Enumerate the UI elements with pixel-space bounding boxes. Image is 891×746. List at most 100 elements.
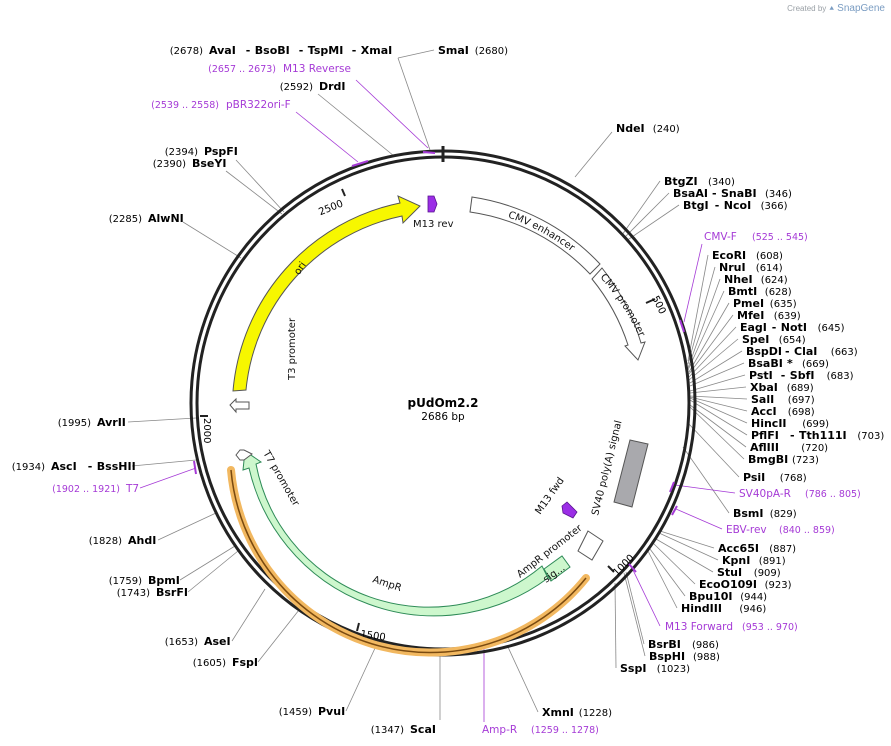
leader-line <box>687 254 709 362</box>
site-labels: NdeI(240)BtgZI(340)BsaAI-SnaBI(346)BtgI-… <box>12 44 885 736</box>
enzyme-position: (1605) <box>193 658 226 669</box>
leader-line <box>659 530 715 549</box>
leader-line <box>689 374 746 392</box>
enzyme-position: (1828) <box>89 536 122 547</box>
enzyme-position: (608) <box>756 251 783 262</box>
leader-line <box>397 57 431 151</box>
snapgene-logo-icon: ⯅ <box>828 4 835 13</box>
enzyme-afliii: AflIII <box>750 441 779 454</box>
leader-line <box>345 645 377 712</box>
enzyme-position: (2285) <box>109 214 142 225</box>
primer-range: (953 .. 970) <box>742 622 798 633</box>
enzyme-position: (891) <box>759 556 786 567</box>
leader-line <box>187 550 239 593</box>
leader-line <box>687 422 740 478</box>
leader-line <box>689 396 748 412</box>
cmv-promoter-feature[interactable] <box>591 267 646 361</box>
leader-line <box>687 278 721 369</box>
primer-mark-cmv-f <box>679 319 685 333</box>
leader-line <box>689 350 743 384</box>
enzyme-scai: ScaI <box>410 723 436 736</box>
enzyme-position: (699) <box>802 419 829 430</box>
primer-mark-sv40pa-r <box>669 481 675 493</box>
primer-range: (2539 .. 2558) <box>151 100 219 111</box>
tick-1500-mark <box>356 622 360 632</box>
ori-feature[interactable] <box>232 195 421 392</box>
enzyme-separator: - <box>785 345 790 358</box>
enzyme-ncoi: NcoI <box>724 199 751 212</box>
enzyme-position: (340) <box>708 177 735 188</box>
enzyme-separator: - <box>712 187 717 200</box>
enzyme-sspi: SspI <box>620 662 646 675</box>
cmv-enhancer-label: CMV enhancer <box>507 210 578 255</box>
enzyme-bsphi: BspHI <box>649 650 685 663</box>
enzyme-fspi: FspI <box>232 656 258 669</box>
leader-line <box>689 399 748 436</box>
enzyme-sali: SalI <box>751 393 774 406</box>
leader-line <box>649 548 686 597</box>
t3-promoter-feature[interactable] <box>229 397 250 414</box>
enzyme-tspmi: TspMI <box>308 44 344 57</box>
primer-ebv-rev: EBV-rev <box>726 524 767 536</box>
primer-mark-m13-forward <box>628 563 637 573</box>
ampr-promoter-feature[interactable] <box>577 530 604 561</box>
enzyme-bsaai: BsaAI <box>673 187 708 200</box>
cmv-enhancer-feature[interactable] <box>469 196 601 275</box>
leader-line <box>295 111 359 163</box>
enzyme-position: (768) <box>780 473 807 484</box>
enzyme-ecori: EcoRI <box>712 249 746 262</box>
tick-1000-mark <box>607 565 615 573</box>
enzyme-separator: - <box>781 369 786 382</box>
primer-t7: T7 <box>125 483 139 495</box>
enzyme-position: (946) <box>739 604 766 615</box>
enzyme-spei: SpeI <box>742 333 769 346</box>
primer-m13-reverse: M13 Reverse <box>283 63 351 75</box>
primer-range: (840 .. 859) <box>779 525 835 536</box>
enzyme-bmti: BmtI <box>728 285 757 298</box>
enzyme-pvui: PvuI <box>318 705 345 718</box>
m13-fwd-feature[interactable] <box>561 501 578 519</box>
t7-promoter-feature[interactable] <box>235 449 253 461</box>
sig-feature[interactable] <box>543 555 571 582</box>
ampr-label: AmpR <box>371 574 403 594</box>
leader-line <box>157 512 217 541</box>
ampr-orf-line <box>230 469 587 654</box>
enzyme-position: (1653) <box>165 637 198 648</box>
enzyme-position: (2394) <box>165 147 198 158</box>
enzyme-pmei: PmeI <box>733 297 764 310</box>
tick-2000: 2000 <box>201 418 212 443</box>
enzyme-mfei: MfeI <box>737 309 764 322</box>
leader-line <box>317 93 395 157</box>
enzyme-nhei: NheI <box>724 273 753 286</box>
leader-line <box>621 180 661 236</box>
enzyme-position: (1347) <box>371 725 404 736</box>
enzyme-psii: PsiI <box>743 471 765 484</box>
enzyme-position: (346) <box>765 189 792 200</box>
enzyme-bmgbi: BmgBI <box>748 453 788 466</box>
enzyme-position: (635) <box>770 299 797 310</box>
primer-mark-pbr322ori-f <box>351 160 369 167</box>
primer-amp-r: Amp-R <box>482 724 517 736</box>
leader-line <box>682 446 730 514</box>
leader-line <box>257 609 300 663</box>
enzyme-pflfi: PflFI <box>751 429 779 442</box>
tick-2500-mark <box>341 188 346 197</box>
enzyme-ahdi: AhdI <box>128 534 156 547</box>
enzyme-position: (1743) <box>117 588 150 599</box>
enzyme-clai: ClaI <box>794 345 817 358</box>
leader-line <box>625 571 645 645</box>
enzyme-bsrbi: BsrBI <box>648 638 681 651</box>
primer-pbr322ori-f: pBR322ori-F <box>226 99 291 111</box>
leader-line <box>127 417 197 423</box>
ampr-feature[interactable] <box>242 450 549 617</box>
enzyme-xbai: XbaI <box>750 381 778 394</box>
m13-rev-feature[interactable] <box>427 195 438 213</box>
leader-line <box>623 192 670 239</box>
enzyme-position: (723) <box>792 455 819 466</box>
enzyme-ndei: NdeI <box>616 122 645 135</box>
enzyme-alwni: AlwNI <box>148 212 184 225</box>
enzyme-position: (1759) <box>109 576 142 587</box>
features: ori T3 promoter M13 rev CMV enhancer CMV… <box>227 195 649 657</box>
sv40-polya-feature[interactable] <box>613 439 649 508</box>
